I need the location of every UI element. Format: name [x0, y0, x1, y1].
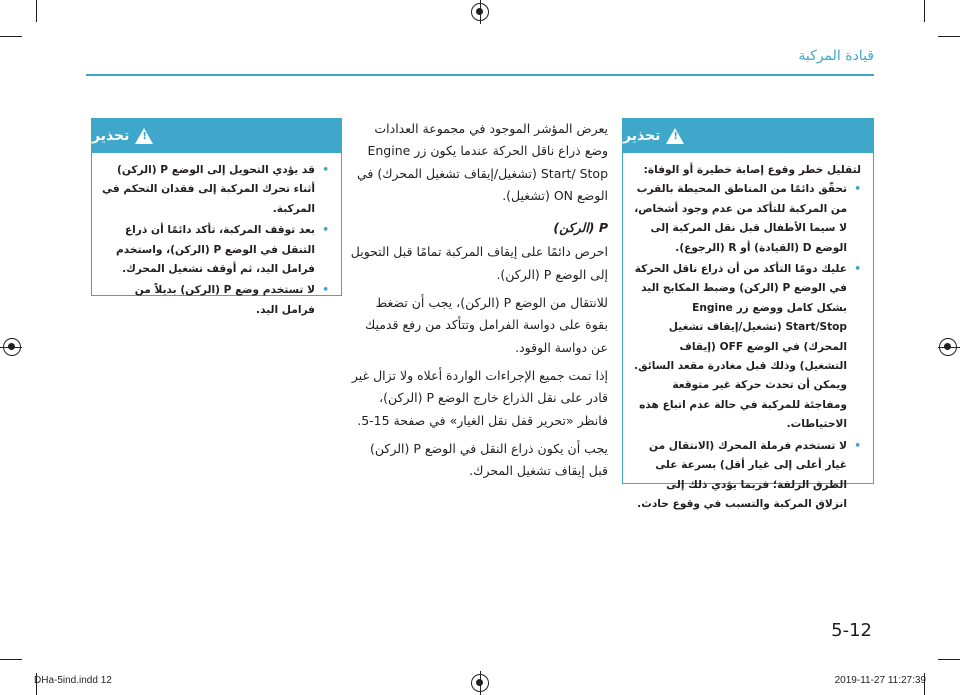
crop-mark: [36, 0, 37, 22]
warning-body: ﻟﺘﻘﻠﻴﻞ ﺧﻄﺮ ﻭﻗﻮﻉ ﺇﺻﺎﺑﺔ ﺧﻄﻴﺮﺓ ﺃﻭ ﺍﻟﻮﻓﺎﺓ: ﺗ…: [623, 153, 873, 522]
warning-intro: ﻟﺘﻘﻠﻴﻞ ﺧﻄﺮ ﻭﻗﻮﻉ ﺇﺻﺎﺑﺔ ﺧﻄﻴﺮﺓ ﺃﻭ ﺍﻟﻮﻓﺎﺓ:: [643, 164, 861, 176]
crop-mark: [924, 673, 925, 695]
footer-date: 2019-11-27 11:27:39: [834, 675, 926, 686]
paragraph: ﺇﺫﺍ ﺗﻤﺖ ﺟﻤﻴﻊ ﺍﻹﺟﺮﺍﺀﺍﺕ ﺍﻟﻮﺍﺭﺩﺓ ﺃﻋﻼﻩ ﻭﻻ ﺗﺰ…: [351, 367, 608, 428]
list-item: ﺗﺤﻘّﻖ ﺩﺍﺋﻤًﺎ ﻣﻦ ﺍﻟﻤﻨﺎﻃﻖ ﺍﻟﻤﺤﻴﻄﺔ ﺑﺎﻟﻘﺮﺏ ﻣ…: [633, 180, 861, 258]
body-column: ﻳﻌﺮﺽ ﺍﻟﻤﺆﺷﺮ ﺍﻟﻤﻮﺟﻮﺩ ﻓﻲ ﻣﺠﻤﻮﻋﺔ ﺍﻟﻌﺪﺍﺩﺍﺕ ﻭ…: [350, 118, 608, 488]
list-item: ﻻ ﺗﺴﺘﺨﺪﻡ ﻭﺿﻊ P (ﺍﻟﺮﻛﻦ) ﺑﺪﻳﻼً ﻣﻦ ﻓﺮﺍﻣﻞ ﺍﻟ…: [102, 281, 329, 320]
warning-header: ! ﺗﺤﺬﻳﺮ: [623, 119, 873, 153]
crop-mark: [0, 36, 22, 37]
paragraph: ﻳﺠﺐ ﺃﻥ ﻳﻜﻮﻥ ﺫﺭﺍﻉ ﺍﻟﻨﻘﻞ ﻓﻲ ﺍﻟﻮﺿﻊ P (ﺍﻟﺮﻛﻦ…: [369, 440, 608, 479]
warning-title: ﺗﺤﺬﻳﺮ: [92, 128, 130, 144]
warning-triangle-icon: !: [666, 128, 685, 144]
warning-box-left: ! ﺗﺤﺬﻳﺮ ﻗﺪ ﻳﺆﺩﻱ ﺍﻟﺘﺤﻮﻳﻞ ﺇﻟﻰ ﺍﻟﻮﺿﻊ P (ﺍﻟﺮ…: [91, 118, 342, 316]
warning-list: ﺗﺤﻘّﻖ ﺩﺍﺋﻤًﺎ ﻣﻦ ﺍﻟﻤﻨﺎﻃﻖ ﺍﻟﻤﺤﻴﻄﺔ ﺑﺎﻟﻘﺮﺏ ﻣ…: [633, 180, 861, 514]
list-item: ﻻ ﺗﺴﺘﺨﺪﻡ ﻓﺮﻣﻠﺔ ﺍﻟﻤﺤﺮﻙ (ﺍﻻﻧﺘﻘﺎﻝ ﻣﻦ ﻏﻴﺎﺭ ﺃ…: [633, 437, 861, 515]
warning-title: ﺗﺤﺬﻳﺮ: [623, 128, 661, 144]
paragraph: ﺍﺣﺮﺹ ﺩﺍﺋﻤًﺎ ﻋﻠﻰ ﺇﻳﻘﺎﻑ ﺍﻟﻤﺮﻛﺒﺔ ﺗﻤﺎﻣًﺎ ﻗﺒﻞ…: [350, 244, 608, 282]
crop-mark: [0, 659, 22, 660]
intro-paragraph: ﻳﻌﺮﺽ ﺍﻟﻤﺆﺷﺮ ﺍﻟﻤﻮﺟﻮﺩ ﻓﻲ ﻣﺠﻤﻮﻋﺔ ﺍﻟﻌﺪﺍﺩﺍﺕ ﻭ…: [356, 121, 608, 203]
footer-file: DHa-5ind.indd 12: [34, 675, 112, 686]
crop-mark: [924, 0, 925, 22]
list-item: ﺑﻌﺪ ﺗﻮﻗﻒ ﺍﻟﻤﺮﻛﺒﺔ، ﺗﺄﻛﺪ ﺩﺍﺋﻤًﺎ ﺃﻥ ﺫﺭﺍﻉ ﺍﻟ…: [102, 221, 329, 279]
subsection-heading: P (ﺍﻟﺮﻛﻦ): [553, 220, 608, 236]
crop-mark: [938, 36, 960, 37]
section-title: ﻗﻴﺎﺩﺓ ﺍﻟﻤﺮﻛﺒﺔ: [798, 48, 874, 64]
warning-body: ﻗﺪ ﻳﺆﺩﻱ ﺍﻟﺘﺤﻮﻳﻞ ﺇﻟﻰ ﺍﻟﻮﺿﻊ P (ﺍﻟﺮﻛﻦ) ﺃﺛﻨﺎ…: [92, 153, 341, 328]
registration-mark-icon: [939, 338, 957, 356]
warning-triangle-icon: !: [135, 128, 154, 144]
registration-mark-icon: [3, 338, 21, 356]
list-item: ﻗﺪ ﻳﺆﺩﻱ ﺍﻟﺘﺤﻮﻳﻞ ﺇﻟﻰ ﺍﻟﻮﺿﻊ P (ﺍﻟﺮﻛﻦ) ﺃﺛﻨﺎ…: [102, 161, 329, 219]
crop-mark: [36, 673, 37, 695]
warning-list: ﻗﺪ ﻳﺆﺩﻱ ﺍﻟﺘﺤﻮﻳﻞ ﺇﻟﻰ ﺍﻟﻮﺿﻊ P (ﺍﻟﺮﻛﻦ) ﺃﺛﻨﺎ…: [102, 161, 329, 320]
warning-header: ! ﺗﺤﺬﻳﺮ: [92, 119, 341, 153]
registration-mark-icon: [471, 674, 489, 692]
list-item: ﻋﻠﻴﻚ ﺩﻭﻣًﺎ ﺍﻟﺘﺄﻛﺪ ﻣﻦ ﺃﻥ ﺫﺭﺍﻉ ﻧﺎﻗﻞ ﺍﻟﺤﺮﻛﺔ…: [633, 260, 861, 435]
header-rule: [86, 74, 874, 76]
crop-mark: [938, 659, 960, 660]
registration-mark-icon: [471, 3, 489, 21]
paragraph: ﻟﻼﻧﺘﻘﺎﻝ ﻣﻦ ﺍﻟﻮﺿﻊ P (ﺍﻟﺮﻛﻦ)، ﻳﺠﺐ ﺃﻥ ﺗﻀﻐﻂ …: [364, 295, 608, 355]
warning-box-right: ! ﺗﺤﺬﻳﺮ ﻟﺘﻘﻠﻴﻞ ﺧﻄﺮ ﻭﻗﻮﻉ ﺇﺻﺎﺑﺔ ﺧﻄﻴﺮﺓ ﺃﻭ ﺍ…: [622, 118, 874, 510]
page-number: 5-12: [831, 620, 872, 641]
